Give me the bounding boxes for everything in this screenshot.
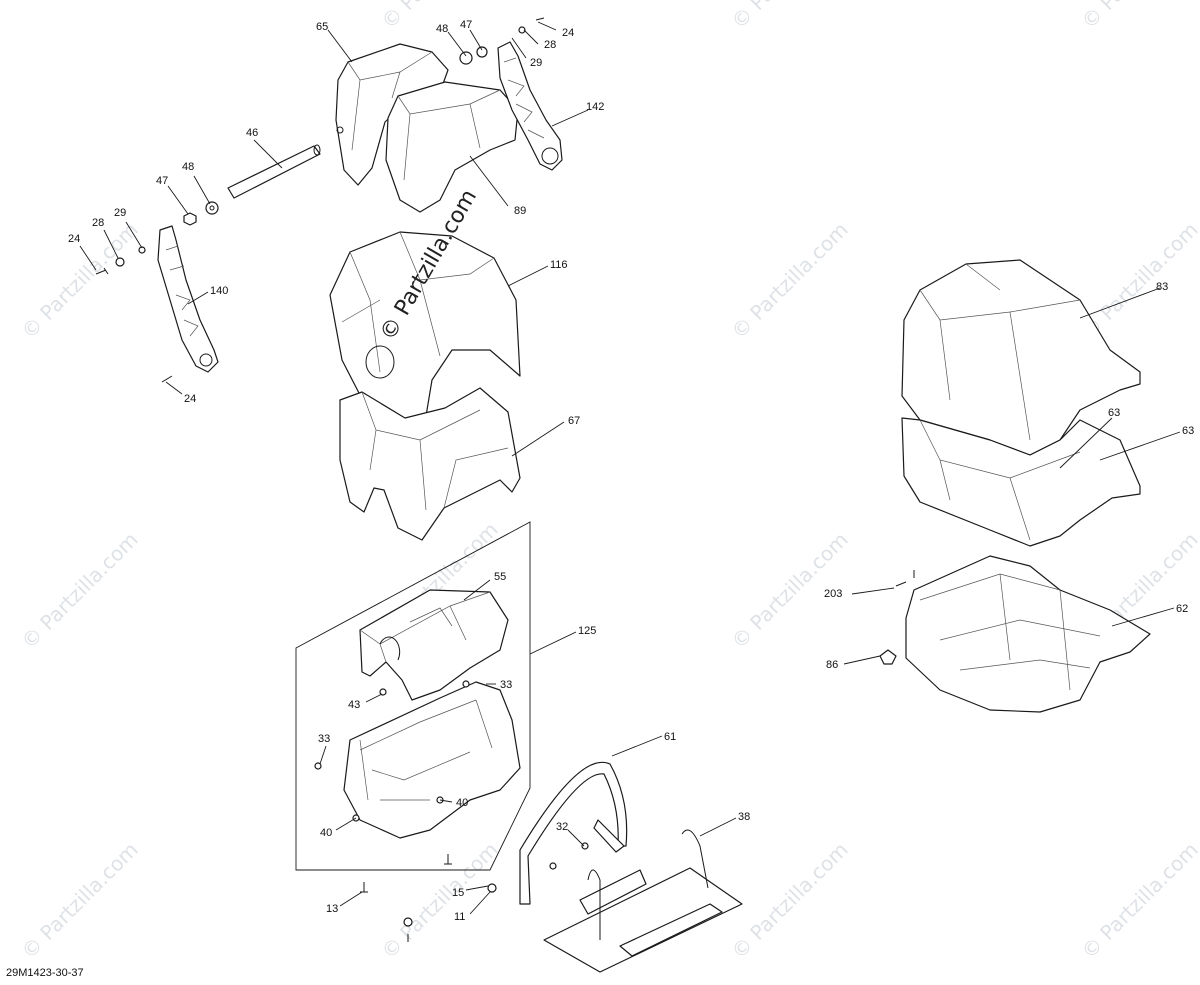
part-55-seat-base-upper (359, 589, 509, 701)
callout-33: 33 (318, 733, 330, 745)
callout-24: 24 (184, 393, 196, 405)
callout-65: 65 (316, 21, 328, 33)
callout-67: 67 (568, 415, 580, 427)
watermark: © Partzilla.com (17, 837, 143, 963)
part-38-base-plate (543, 829, 743, 973)
callout-13: 13 (326, 903, 338, 915)
callout-63: 63 (1108, 407, 1120, 419)
callout-11: 11 (454, 911, 465, 923)
diagram-reference-code: 29M1423-30-37 (6, 967, 84, 979)
callout-24: 24 (562, 27, 574, 39)
watermark: © Partzilla.com (727, 0, 853, 34)
callout-29: 29 (530, 57, 542, 69)
watermark: © Partzilla.com (727, 217, 853, 343)
callout-43: 43 (348, 699, 360, 711)
callout-89: 89 (514, 205, 526, 217)
callout-83: 83 (1156, 281, 1168, 293)
callout-61: 61 (664, 731, 676, 743)
watermark: © Partzilla.com (1077, 0, 1200, 34)
callout-140: 140 (210, 285, 228, 297)
callout-48: 48 (436, 23, 448, 35)
callout-24: 24 (68, 233, 80, 245)
callout-38: 38 (738, 811, 750, 823)
part-140-arm-bracket (157, 225, 219, 383)
callout-15: 15 (452, 887, 464, 899)
part-63-seat-foam (901, 417, 1141, 547)
hardware-upper-left (95, 201, 219, 275)
callout-28: 28 (92, 217, 104, 229)
callout-142: 142 (586, 101, 604, 113)
callout-32: 32 (556, 821, 568, 833)
part-61-strap (519, 761, 628, 905)
callout-125: 125 (578, 625, 596, 637)
callout-86: 86 (826, 659, 838, 671)
callout-29: 29 (114, 207, 126, 219)
callout-47: 47 (156, 175, 168, 187)
watermark: © Partzilla.com (1077, 837, 1200, 963)
callout-55: 55 (494, 571, 506, 583)
part-67-seat-foam (339, 387, 521, 541)
leader-lines (79, 21, 1181, 915)
watermark: © Partzilla.com (377, 837, 503, 963)
watermark: © Partzilla.com (727, 837, 853, 963)
seat-base-lower-frame (314, 680, 521, 839)
callout-40: 40 (320, 827, 332, 839)
callout-62: 62 (1176, 603, 1188, 615)
callout-47: 47 (460, 19, 472, 31)
callout-46: 46 (246, 127, 258, 139)
callout-48: 48 (182, 161, 194, 173)
part-46-shaft (227, 144, 321, 199)
callout-203: 203 (824, 588, 842, 600)
callout-labels: 65 48 47 24 28 29 142 46 48 47 89 28 29 … (68, 19, 1194, 923)
part-125-assembly-frame (295, 521, 531, 871)
callout-33: 33 (500, 679, 512, 691)
callout-28: 28 (544, 39, 556, 51)
part-142-arm-bracket (459, 17, 563, 171)
watermark: © Partzilla.com (17, 527, 143, 653)
part-62-seat-base (879, 555, 1151, 713)
part-83-seat-top (901, 259, 1141, 456)
part-89-backrest-cushion (385, 81, 519, 213)
callout-63: 63 (1182, 425, 1194, 437)
callout-40: 40 (456, 797, 468, 809)
callout-116: 116 (550, 259, 568, 271)
hardware-bottom (360, 854, 497, 942)
